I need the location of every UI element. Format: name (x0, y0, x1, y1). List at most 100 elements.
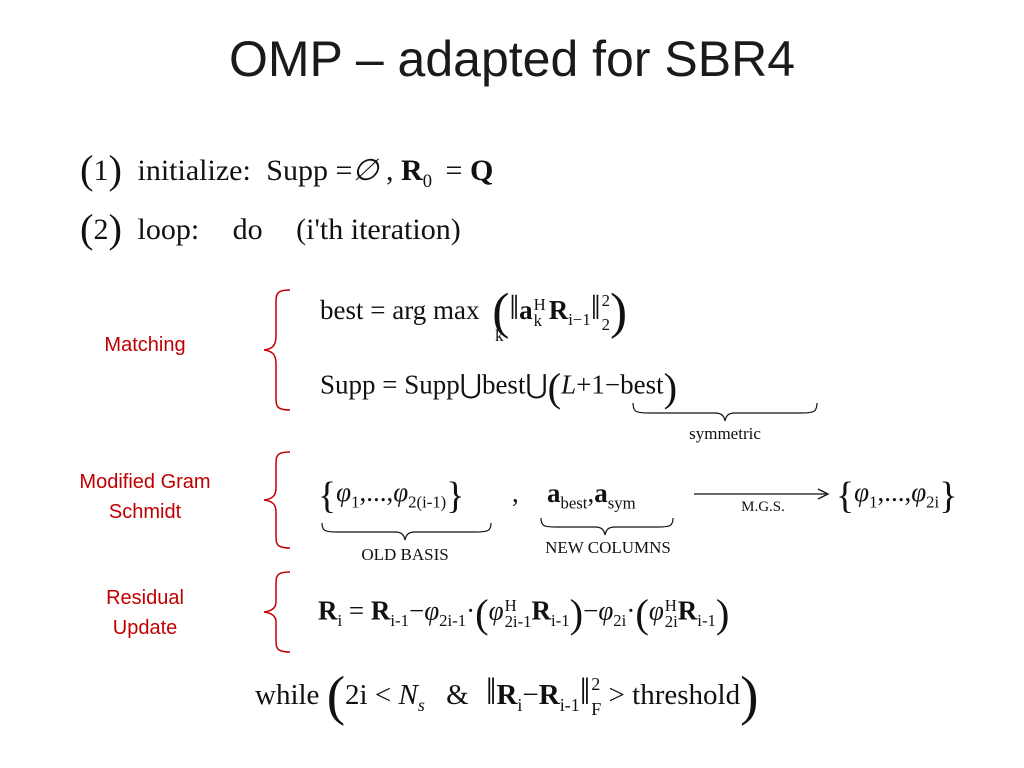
residual-R: R (318, 595, 338, 626)
r-subscript: i-1 (697, 611, 716, 631)
matching-brace (263, 289, 291, 411)
atom-a: a (519, 294, 533, 325)
residual-R: R (531, 595, 552, 626)
phi-subscript: 2i (926, 492, 940, 512)
phi-subscript: 2i (613, 611, 627, 631)
residual-R: R (370, 595, 391, 626)
comma: , (386, 153, 394, 187)
phi-symbol: φ (598, 595, 614, 626)
norm-superscript: 2 (601, 290, 610, 310)
do-label: do (232, 212, 263, 246)
threshold-label: threshold (632, 679, 741, 712)
ellipsis: ,..., (359, 477, 394, 508)
phi-symbol: φ (911, 477, 927, 508)
L-symbol: L (561, 369, 577, 400)
hermitian-superscript: H (664, 595, 677, 615)
norm-subscript: 2 (601, 314, 610, 334)
mgs-label-line2: Schmidt (108, 501, 182, 523)
step-1-number: 1 (93, 153, 109, 187)
residual-R0: R (401, 153, 423, 187)
union-symbol: ⋃ (459, 369, 482, 400)
mgs-comma: , (512, 478, 519, 508)
mgs-brace (263, 451, 291, 549)
r-subscript: i (337, 611, 343, 631)
r-subscript: i-1 (390, 611, 409, 631)
argmax-k-subscript: k (495, 326, 504, 345)
step-1-line: (1) initialize: Supp =∅ , R0 = Q (80, 147, 494, 192)
dot-operator: · (466, 595, 476, 626)
a-best-subscript: best (560, 493, 588, 513)
phi-symbol: φ (424, 595, 440, 626)
phi-symbol: φ (648, 595, 664, 626)
atom-a: a (594, 478, 608, 508)
a-subscript: k (533, 310, 543, 330)
phi-symbol: φ (488, 595, 504, 626)
old-basis-label: OLD BASIS (361, 545, 449, 564)
phi-symbol: φ (336, 477, 352, 508)
best-symbol: best (620, 369, 664, 400)
step-2-number: 2 (93, 212, 109, 246)
phi-symbol: φ (854, 477, 870, 508)
N-symbol: N (398, 679, 418, 712)
old-basis-set: {φ1,...,φ2(i-1)} (318, 475, 465, 517)
while-keyword: while (255, 679, 320, 712)
phi-subscript: 2(i-1) (408, 492, 447, 512)
r0-subscript: 0 (422, 170, 433, 192)
minus-sign: − (522, 679, 539, 712)
supp-symbol: Supp (266, 153, 328, 187)
new-basis-set: {φ1,...,φ2i} (836, 475, 958, 517)
residual-label-line2: Update (112, 617, 178, 639)
r-subscript: i-1 (551, 611, 570, 631)
residual-R: R (496, 679, 518, 712)
greater-than-sign: > (608, 679, 625, 712)
equals-sign: = (382, 369, 398, 400)
equals-sign: = (370, 294, 386, 325)
r-subscript: i−1 (568, 310, 591, 330)
minus-sign: − (604, 369, 621, 400)
mgs-label-line1: Modified Gram (79, 471, 211, 493)
step-2-line: (2) loop: do (i'th iteration) (80, 206, 461, 251)
best-symbol: best (320, 294, 364, 325)
equals-sign: = (348, 595, 365, 626)
two-i: 2i (345, 679, 368, 712)
equals-sign: = (445, 153, 463, 187)
ellipsis: ,..., (877, 477, 912, 508)
comma: , (587, 478, 595, 508)
matching-label: Matching (104, 334, 186, 356)
argmax-operator: arg max (392, 294, 480, 325)
mgs-arrow-head (817, 488, 830, 500)
norm-superscript: 2 (591, 674, 601, 695)
matrix-Q: Q (469, 153, 494, 187)
phi-subscript: 2i (664, 611, 678, 631)
a-sym-subscript: sym (607, 493, 636, 513)
empty-set-symbol: ∅ (352, 153, 379, 187)
r-subscript: i-1 (559, 694, 580, 715)
new-columns: abest,asym (547, 478, 636, 513)
hermitian-superscript: H (504, 595, 517, 615)
a-superscript: H (533, 294, 546, 314)
supp-symbol: Supp (404, 369, 460, 400)
residual-R: R (538, 679, 560, 712)
phi-symbol: φ (393, 477, 409, 508)
residual-brace (263, 571, 291, 653)
new-columns-label: NEW COLUMNS (545, 538, 671, 557)
dot-operator: · (626, 595, 636, 626)
residual-label: Residual Update (70, 583, 220, 643)
slide-title: OMP – adapted for SBR4 (228, 31, 796, 87)
old-basis-underbrace (321, 522, 492, 541)
minus-sign: − (408, 595, 425, 626)
phi-subscript: 1 (869, 492, 878, 512)
new-columns-underbrace (540, 517, 674, 536)
matching-support-equation: Supp = Supp⋃best⋃(L+1−best) (320, 365, 678, 410)
best-symbol: best (481, 369, 526, 400)
norm-subscript: F (591, 699, 602, 720)
mgs-label: Modified Gram Schmidt (58, 467, 232, 527)
symmetric-underbrace (632, 402, 818, 422)
residual-R: R (677, 595, 698, 626)
residual-R: R (548, 294, 569, 325)
loop-label: loop: (137, 212, 200, 246)
